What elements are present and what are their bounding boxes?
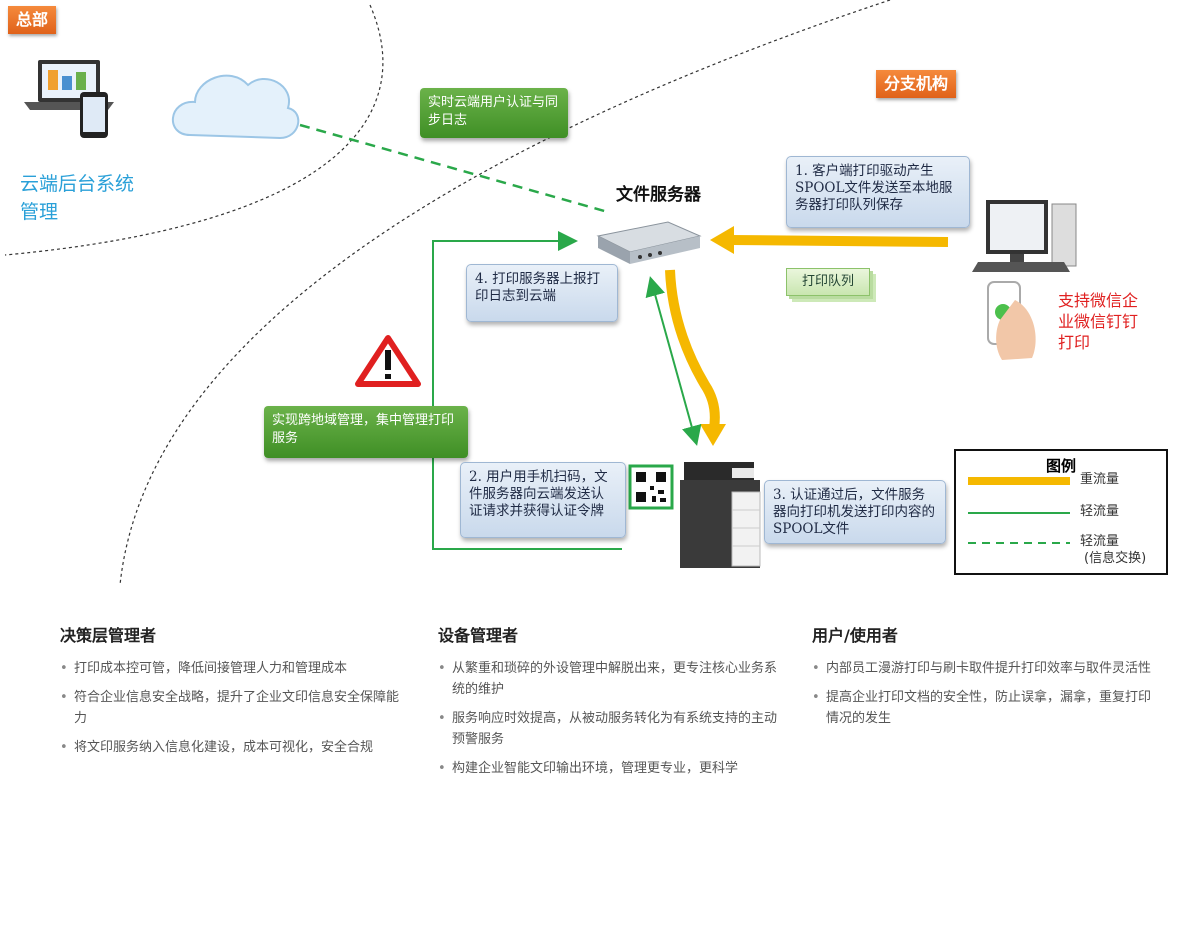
mobile-phone-icon	[987, 281, 1036, 360]
legend-dashed-note: (信息交换)	[1084, 551, 1147, 566]
legend-swatches	[968, 477, 1070, 544]
list-item: 服务响应时效提高，从被动服务转化为有系统支持的主动预警服务	[438, 708, 778, 750]
legend-heavy-label: 重流量	[1080, 472, 1120, 487]
legend: 图例 重流量 轻流量 轻流量 (信息交换)	[954, 449, 1168, 575]
heavy-flow-server-printer	[665, 269, 720, 429]
light-flow-loop	[432, 231, 622, 550]
step-2-box: 2. 用户用手机扫码，文件服务器向云端发送认证请求并获得认证令牌	[460, 462, 626, 538]
list-item: 提高企业打印文档的安全性，防止误拿，漏拿，重复打印情况的发生	[812, 687, 1152, 729]
warning-icon	[355, 335, 421, 387]
column-title: 决策层管理者	[60, 626, 157, 645]
laptop-icon	[24, 60, 114, 138]
hq-tag: 总部	[8, 6, 57, 34]
heavy-flow-pc-server	[729, 235, 949, 247]
sync-dashed-line	[299, 123, 609, 214]
printer-icon	[680, 462, 761, 568]
list-item: 符合企业信息安全战略，提升了企业文印信息安全保障能力	[60, 687, 400, 729]
branch-tag: 分支机构	[876, 70, 957, 98]
list-item: 构建企业智能文印输出环境，管理更专业，更科学	[438, 758, 778, 779]
qr-code-icon	[628, 464, 674, 510]
step-3-box: 3. 认证通过后，文件服务器向打印机发送打印内容的SPOOL文件	[764, 480, 946, 544]
legend-light-label: 轻流量	[1080, 504, 1120, 519]
desktop-pc-icon	[972, 200, 1077, 272]
hq-boundary	[4, 4, 384, 256]
list-item: 从繁重和琐碎的外设管理中解脱出来，更专注核心业务系统的维护	[438, 658, 778, 700]
column-device-managers: 设备管理者 从繁重和琐碎的外设管理中解脱出来，更专注核心业务系统的维护 服务响应…	[438, 622, 778, 787]
heavy-arrowhead-1	[710, 226, 734, 254]
list-item: 将文印服务纳入信息化建设，成本可视化，安全合规	[60, 737, 400, 758]
file-server-label: 文件服务器	[616, 185, 701, 205]
step-4-box: 4. 打印服务器上报打印日志到云端	[466, 264, 618, 322]
cloud-label: 云端后台系统管理	[20, 173, 135, 223]
legend-dashed-label: 轻流量	[1080, 534, 1120, 549]
step-1-box: 1. 客户端打印驱动产生SPOOL文件发送至本地服务器打印队列保存	[786, 156, 970, 228]
diagram-lines	[4, 0, 1077, 586]
server-icon	[596, 221, 702, 264]
light-flow-server-printer	[645, 276, 702, 446]
mobile-support-label: 支持微信企业微信钉钉打印	[1058, 291, 1139, 352]
print-queue-label: 打印队列	[786, 268, 870, 296]
column-title: 用户/使用者	[812, 626, 898, 645]
column-users: 用户/使用者 内部员工漫游打印与刷卡取件提升打印效率与取件灵活性 提高企业打印文…	[812, 622, 1152, 737]
cloud-icon	[172, 74, 300, 140]
list-item: 内部员工漫游打印与刷卡取件提升打印效率与取件灵活性	[812, 658, 1152, 679]
branch-boundary	[119, 0, 891, 586]
cross-region-note: 实现跨地域管理，集中管理打印服务	[264, 406, 468, 458]
column-title: 设备管理者	[438, 626, 519, 645]
column-decision-makers: 决策层管理者 打印成本控可管，降低间接管理人力和管理成本 符合企业信息安全战略，…	[60, 622, 400, 766]
legend-title: 图例	[1045, 457, 1076, 475]
diagram-area: 总部 分支机构 云端后台系统管理 文件服务器 实时云端用户认证与同步日志 实现跨…	[4, 0, 1168, 586]
sync-note: 实时云端用户认证与同步日志	[420, 88, 568, 138]
heavy-arrowhead-2	[700, 424, 726, 446]
list-item: 打印成本控可管，降低间接管理人力和管理成本	[60, 658, 400, 679]
